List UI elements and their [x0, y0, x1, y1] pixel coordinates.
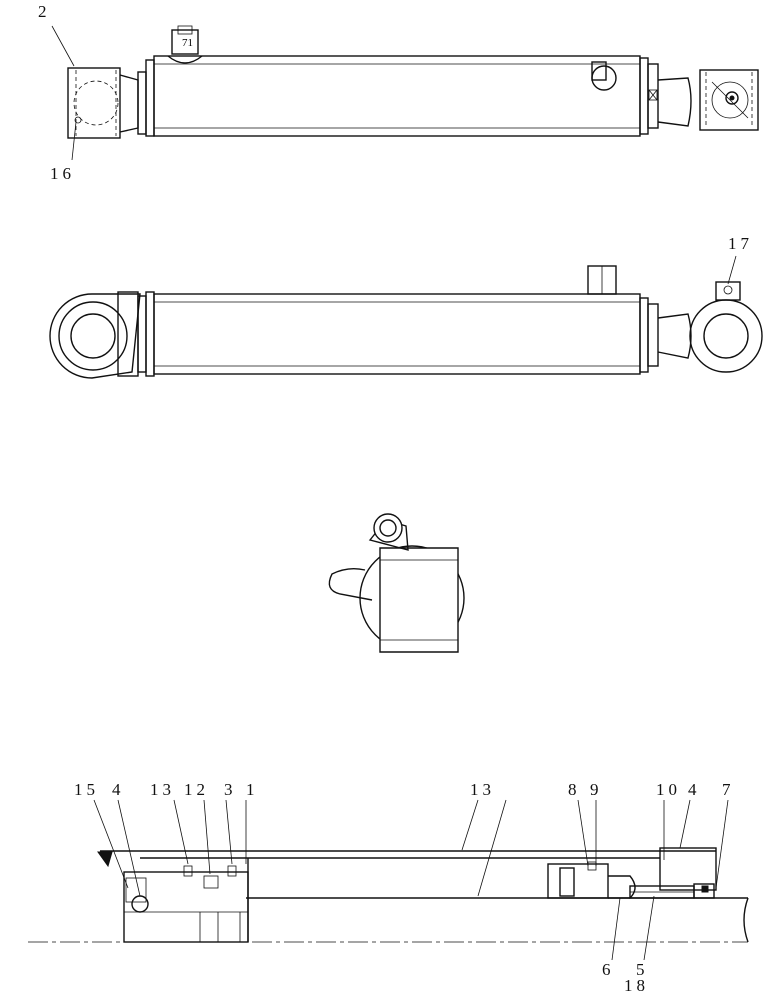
callout-18: 18 [624, 976, 649, 995]
callout-4-left: 4 [112, 780, 125, 799]
callout-3: 3 [224, 780, 237, 799]
svg-text:71: 71 [182, 37, 193, 49]
callout-9: 9 [590, 780, 603, 799]
callout-16: 16 [50, 164, 75, 183]
callout-13-rod: 13 [470, 780, 495, 799]
callout-6: 6 [602, 960, 615, 979]
leader-lines [51, 25, 737, 961]
callout-7: 7 [722, 780, 735, 799]
cylinder-section-view [28, 847, 749, 943]
callout-10: 10 [656, 780, 681, 799]
callout-5: 5 [636, 960, 649, 979]
callout-15: 15 [74, 780, 99, 799]
callout-17: 17 [728, 234, 753, 253]
callout-4-right: 4 [688, 780, 701, 799]
callout-1: 1 [246, 780, 259, 799]
cylinder-end-view [328, 513, 465, 653]
cylinder-side-view [49, 265, 763, 379]
callout-13-top: 13 [150, 780, 175, 799]
callout-8: 8 [568, 780, 581, 799]
callout-12: 12 [184, 780, 209, 799]
cylinder-top-view: 71 [67, 25, 759, 139]
callout-2: 2 [38, 2, 51, 21]
